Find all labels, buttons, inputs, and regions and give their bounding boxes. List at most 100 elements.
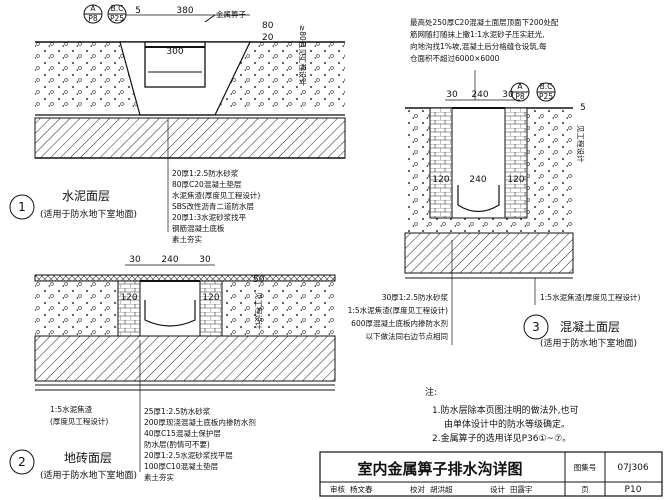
detail-1-dim-5: 5 <box>135 6 141 16</box>
detail-1-layer-5: 钢筋混凝土底板 <box>172 223 225 233</box>
detail-2-dim-30a: 30 <box>129 255 141 265</box>
detail-2-scope: (适用于防水地下室地面) <box>40 469 137 481</box>
page-number: P10 <box>625 485 642 495</box>
detail-3-layer-3: 以下做法同右边节点相同 <box>366 331 449 341</box>
detail-2-name: 地砖面层 <box>64 450 112 465</box>
notes-block: 注: 1.防水层除本页图注明的做法外,也可 由单体设计中的防水等级确定。 2.金… <box>425 386 578 444</box>
detail-1-slab-hatch <box>34 117 346 159</box>
detail-3-section: 最高处250厚C20混凝土面层顶面下200处配 筋网随打随抹上撒1:1水泥砂子压… <box>348 17 641 349</box>
note-item-1: 1.防水层除本页图注明的做法外,也可 <box>432 404 578 416</box>
detail-3-dim-240: 240 <box>471 90 488 100</box>
detail-2-right-wall <box>199 280 223 337</box>
detail-3-gutter <box>457 185 500 213</box>
detail-3-dim-5: 5 <box>580 103 586 113</box>
detail-1-layer-0: 20厚1:2.5防水砂浆 <box>172 168 239 178</box>
detail-1-ref-a-top: A <box>90 4 96 13</box>
detail-3-left-wall <box>429 107 453 219</box>
detail-1-layer-1: 80厚C20混凝土垫层 <box>172 179 242 189</box>
name-review: 杨文春 <box>350 484 373 494</box>
detail-3-dim-120a: 120 <box>432 175 449 185</box>
note-item-1b: 由单体设计中的防水等级确定。 <box>444 418 570 430</box>
detail-1-leader <box>204 14 216 23</box>
detail-2-layer-5: 100厚C10混凝土垫层 <box>144 461 219 471</box>
detail-1-dim-20: 20 <box>262 33 274 43</box>
detail-3-dim-240b: 240 <box>469 175 486 185</box>
atlas-number: 07J306 <box>617 463 649 473</box>
detail-1-ref-b-bottom: P25 <box>110 14 124 23</box>
detail-1-name: 水泥面层 <box>62 189 110 203</box>
detail-1-grate-label: 金属箅子 <box>216 9 246 19</box>
detail-2-number-circle <box>9 449 35 475</box>
detail-3-ref-b: B.C P25 <box>536 82 556 102</box>
detail-2-layer-3: 防水层(酌情可不要) <box>144 439 210 449</box>
detail-3-top-note-3: 仓面积不超过6000×6000 <box>410 53 500 63</box>
detail-2-layer-1: 200厚现浇混凝土底板内掺防水剂 <box>144 417 256 427</box>
detail-2-dim-30b: 30 <box>199 255 211 265</box>
detail-1-dim-80: 80 <box>262 21 274 31</box>
detail-3-dim-120b: 120 <box>507 175 524 185</box>
note-item-2: 2.金属箅子的选用详见P36①~⑦。 <box>432 432 571 444</box>
detail-3-number-circle <box>523 314 549 340</box>
detail-1-number-circle <box>9 194 35 220</box>
detail-2-section: 30 240 30 120 120 50 见工程设计 1:5水泥焦渣 (厚度见工… <box>9 255 336 482</box>
detail-2-layer-0: 25厚1:2.5防水砂浆 <box>144 406 211 416</box>
detail-1-section: 380 5 300 80 20 ≥80且见工程设计 A P8 B.C P25 金… <box>9 4 346 244</box>
detail-2-left-note-1: (厚度见工程设计) <box>50 416 108 426</box>
drawing-title: 室内金属箅子排水沟详图 <box>357 460 522 478</box>
detail-3-ref-a: A P8 <box>510 82 530 102</box>
notes-heading: 注: <box>425 386 437 398</box>
detail-1-ref-b: B.C P25 <box>107 4 127 24</box>
detail-1-ref-a: A P8 <box>83 4 103 24</box>
detail-3-dim-30a: 30 <box>446 90 458 100</box>
detail-1-ref-a-bottom: P8 <box>88 14 98 23</box>
detail-1-dim-380: 380 <box>176 6 193 16</box>
detail-1-vertical-dim: ≥80且见工程设计 <box>298 25 308 86</box>
detail-3-right-wall <box>504 107 528 219</box>
detail-2-layer-4: 20厚1:2.5水泥砂浆找平层 <box>144 450 233 460</box>
detail-2-left-wall <box>117 280 141 337</box>
detail-2-dim-240: 240 <box>161 255 178 265</box>
detail-3-layer-0: 30厚1:2.5防水砂浆 <box>382 292 449 302</box>
detail-3-name: 混凝土面层 <box>560 319 620 334</box>
detail-2-slab-hatch <box>34 335 336 382</box>
detail-1-grate-channel <box>144 41 206 88</box>
detail-3-dim-30b: 30 <box>502 90 514 100</box>
detail-2-vertical-dim: 见工程设计 <box>254 292 264 330</box>
detail-3-ref-b-bottom: P25 <box>539 92 553 101</box>
detail-1-layer-3: SBS改性沥青二道防水层 <box>172 201 255 211</box>
detail-1-layer-4: 20厚1:3水泥砂浆找平 <box>172 212 247 222</box>
detail-3-top-note-1: 筋网随打随抹上撒1:1水泥砂子压实赶光, <box>410 29 544 39</box>
name-design: 田露宇 <box>510 484 533 494</box>
detail-2-channel <box>139 280 201 337</box>
detail-3-ref-b-top: B.C <box>540 82 553 91</box>
detail-1-scope: (适用于防水地下室地面) <box>40 208 137 220</box>
detail-2-left-note-0: 1:5水泥焦渣 <box>50 404 93 414</box>
role-design: 设计 <box>490 484 505 494</box>
detail-2-number: 2 <box>18 455 26 469</box>
detail-2-dim-120a: 120 <box>120 293 137 303</box>
detail-1-ref-b-top: B.C <box>111 4 124 13</box>
detail-1-dim-300: 300 <box>166 47 183 57</box>
page-label: 页 <box>581 485 589 494</box>
detail-2-dim-50: 50 <box>253 275 265 285</box>
name-check: 胡洪超 <box>430 484 453 494</box>
detail-2-layer-6: 素土夯实 <box>144 472 174 482</box>
detail-3-layer-2: 600厚混凝土底板内掺防水剂 <box>351 318 448 328</box>
detail-3-scope: (适用于防水地下室地面) <box>540 337 637 349</box>
detail-3-vertical-dim: 见工程设计 <box>576 125 586 163</box>
role-review: 审核 <box>330 484 345 494</box>
detail-3-top-note-2: 向地沟找1%坡,混凝土后分格缝仓设筑,每 <box>410 41 547 51</box>
detail-3-number: 3 <box>532 320 540 334</box>
detail-3-top-note-0: 最高处250厚C20混凝土面层顶面下200处配 <box>410 17 559 27</box>
detail-1-layer-6: 素土夯实 <box>172 234 202 244</box>
detail-2-dim-120b: 120 <box>202 293 219 303</box>
detail-3-right-note: 1:5水泥焦渣(厚度见工程设计) <box>540 292 640 302</box>
atlas-label: 图集号 <box>574 462 597 472</box>
detail-1-layer-2: 水泥焦渣(厚度见工程设计) <box>172 190 260 200</box>
detail-3-slab-hatch <box>404 232 574 274</box>
detail-3-ref-a-bottom: P8 <box>515 92 525 101</box>
detail-2-layer-2: 40厚C15混凝土保护层 <box>144 428 221 438</box>
detail-2-gutter <box>144 300 196 327</box>
